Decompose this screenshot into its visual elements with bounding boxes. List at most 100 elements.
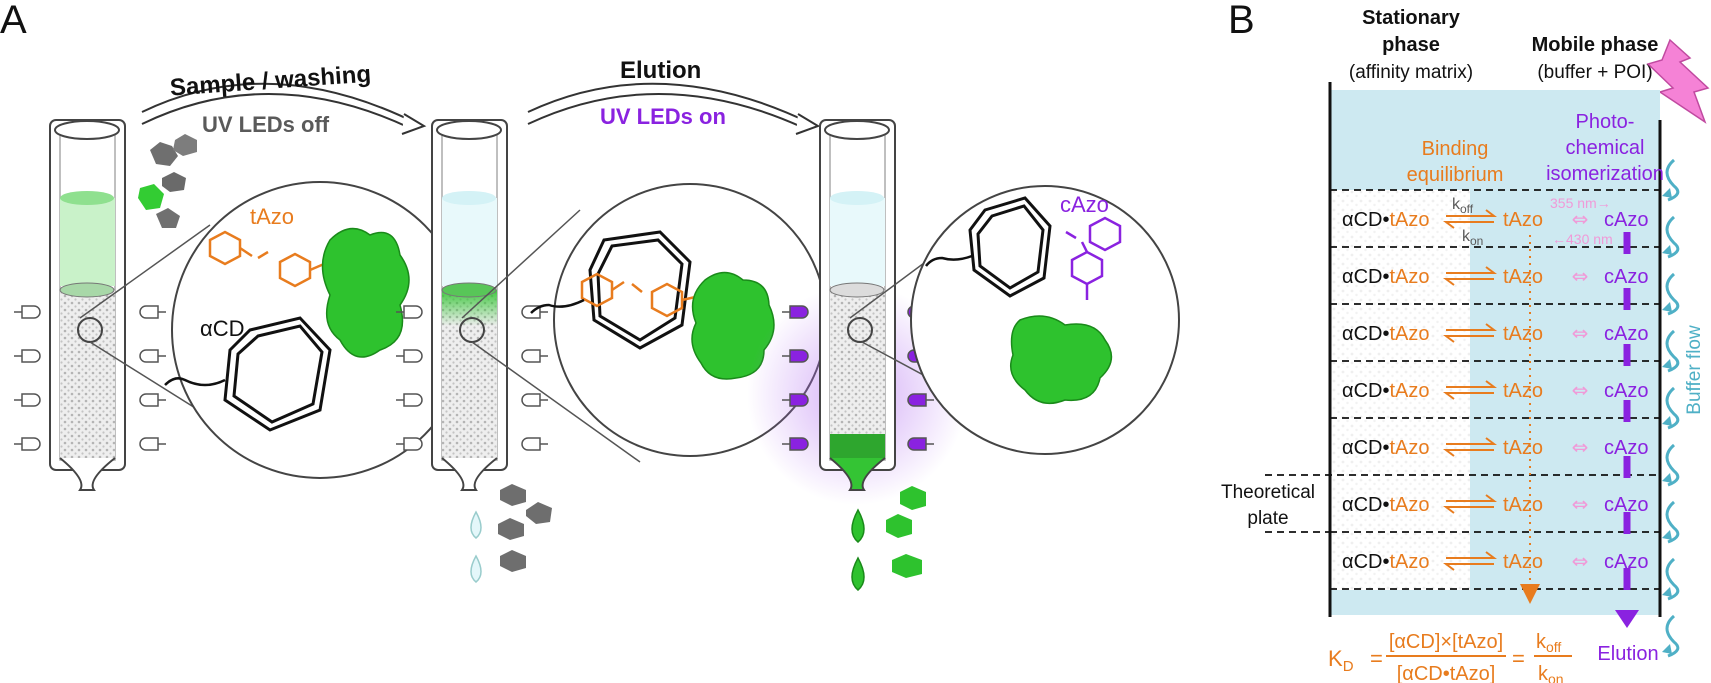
- flow-arrow-icon: [1665, 557, 1680, 601]
- binding-line1: Binding: [1422, 138, 1489, 160]
- flow-arrow-icon: [1665, 215, 1680, 259]
- cazo-label: cAzo: [1604, 266, 1648, 288]
- kon-fraction-bottom: kon: [1538, 663, 1564, 683]
- inset1-acd-label: αCD: [200, 316, 245, 341]
- free-tazo-label: tAzo: [1503, 437, 1543, 459]
- cazo-elution-arrow: [1615, 232, 1639, 628]
- flow-arrowhead-icon: [1662, 245, 1672, 255]
- wl430-label: ←430 nm: [1552, 231, 1613, 247]
- equilibrium-arrows: [1443, 437, 1497, 457]
- column-b: [1265, 82, 1662, 617]
- equilibrium-arrows: [1443, 380, 1497, 400]
- flow-arrow-icon: [1665, 443, 1680, 487]
- eluate-drops: [851, 508, 865, 591]
- cazo-label: cAzo: [1604, 437, 1648, 459]
- complex-label: αCD•tAzo: [1342, 380, 1429, 402]
- cazo-label: cAzo: [1604, 494, 1648, 516]
- uv-off-label: UV LEDs off: [202, 112, 330, 137]
- isomerization-symbol: ⇔: [1572, 435, 1589, 459]
- flow-arrowhead-icon: [1662, 473, 1672, 483]
- kd-eq2: =: [1512, 646, 1525, 671]
- complex-label: αCD•tAzo: [1342, 323, 1429, 345]
- equilibrium-row: αCD•tAzo tAzo ⇔ cAzo: [1342, 321, 1648, 345]
- cazo-label: cAzo: [1604, 551, 1648, 573]
- isomerization-symbol: ⇔: [1572, 264, 1589, 288]
- mobile-line1: Mobile phase: [1532, 34, 1659, 56]
- kd-symbol: KD: [1328, 646, 1354, 675]
- stationary-line2: phase: [1382, 34, 1440, 56]
- isomerization-symbol: ⇔: [1572, 492, 1589, 516]
- free-tazo-label: tAzo: [1503, 494, 1543, 516]
- flow-arrowhead-icon: [1662, 416, 1672, 426]
- flow-arrowhead-icon: [1662, 530, 1672, 540]
- mobile-line2: (buffer + POI): [1537, 62, 1652, 83]
- free-tazo-label: tAzo: [1503, 323, 1543, 345]
- flow-arrowhead-icon: [1662, 302, 1672, 312]
- uv-on-label: UV LEDs on: [600, 104, 726, 129]
- wl355-label: 355 nm→: [1550, 195, 1611, 211]
- free-tazo-label: tAzo: [1503, 551, 1543, 573]
- kon-label: kon: [1462, 228, 1483, 248]
- buffer-flow-label: Buffer flow: [1684, 325, 1705, 415]
- led-icons-1: [14, 305, 166, 451]
- column-2: [431, 119, 508, 491]
- flow-arrowhead-icon: [1662, 188, 1672, 198]
- equilibrium-arrows: [1443, 551, 1497, 571]
- equilibrium-row: αCD•tAzo tAzo ⇔ cAzo: [1342, 207, 1648, 231]
- flow-arrow-icon: [1665, 329, 1680, 373]
- led-icons-2: [396, 305, 548, 451]
- flow-arrow-icon: [1665, 614, 1680, 658]
- flow-arrowhead-icon: [1662, 644, 1672, 654]
- plate-line1: Theoretical: [1221, 482, 1315, 503]
- kd-numerator: [αCD]×[tAzo]: [1389, 631, 1503, 653]
- flow-arrowhead-icon: [1662, 359, 1672, 369]
- stationary-line3: (affinity matrix): [1349, 62, 1473, 83]
- photo-line2: chemical: [1566, 137, 1645, 159]
- kd-equation: KD = [αCD]×[tAzo] [αCD•tAzo] = koff kon: [1328, 631, 1572, 683]
- equilibrium-row: αCD•tAzo tAzo ⇔ cAzo: [1342, 492, 1648, 516]
- inset1-tazo-label: tAzo: [250, 204, 294, 229]
- isomerization-symbol: ⇔: [1572, 321, 1589, 345]
- flow-arrow-icon: [1665, 272, 1680, 316]
- panel-b-label: B: [1228, 0, 1255, 42]
- cazo-label: cAzo: [1604, 323, 1648, 345]
- stationary-line1: Stationary: [1362, 7, 1461, 29]
- inset3-cazo-label: cAzo: [1060, 192, 1109, 217]
- koff-label: koff: [1452, 196, 1474, 216]
- lightning-icon: [1646, 38, 1710, 124]
- flow-arrow-icon: [1665, 386, 1680, 430]
- buffer-drops-1: [470, 510, 482, 583]
- plate-line2: plate: [1247, 508, 1288, 529]
- isomerization-symbol: ⇔: [1572, 207, 1589, 231]
- kd-eq1: =: [1370, 646, 1383, 671]
- arrow-sample-washing: [141, 82, 427, 135]
- buffer-flow-arrows: [1662, 158, 1680, 658]
- complex-label: αCD•tAzo: [1342, 494, 1429, 516]
- complex-label: αCD•tAzo: [1342, 209, 1429, 231]
- cazo-label: cAzo: [1604, 209, 1648, 231]
- isomerization-symbol: ⇔: [1572, 549, 1589, 573]
- free-tazo-label: tAzo: [1503, 380, 1543, 402]
- washed-proteins: [498, 484, 552, 572]
- free-tazo-label: tAzo: [1503, 209, 1543, 231]
- equilibrium-arrows: [1443, 209, 1497, 229]
- koff-fraction-top: koff: [1536, 631, 1561, 655]
- equilibrium-arrows: [1443, 494, 1497, 514]
- complex-label: αCD•tAzo: [1342, 266, 1429, 288]
- arrow-elution: [527, 82, 821, 135]
- free-tazo-label: tAzo: [1503, 266, 1543, 288]
- flow-arrowhead-icon: [1662, 587, 1672, 597]
- flow-arrow-icon: [1665, 500, 1680, 544]
- cazo-label: cAzo: [1604, 380, 1648, 402]
- protein-icons-sample: [138, 134, 197, 228]
- photo-line1: Photo-: [1576, 111, 1635, 133]
- inset-3: [849, 185, 1180, 455]
- photo-line3: isomerization: [1546, 163, 1664, 185]
- column-1: [49, 119, 126, 491]
- flow-arrow-icon: [1665, 158, 1680, 202]
